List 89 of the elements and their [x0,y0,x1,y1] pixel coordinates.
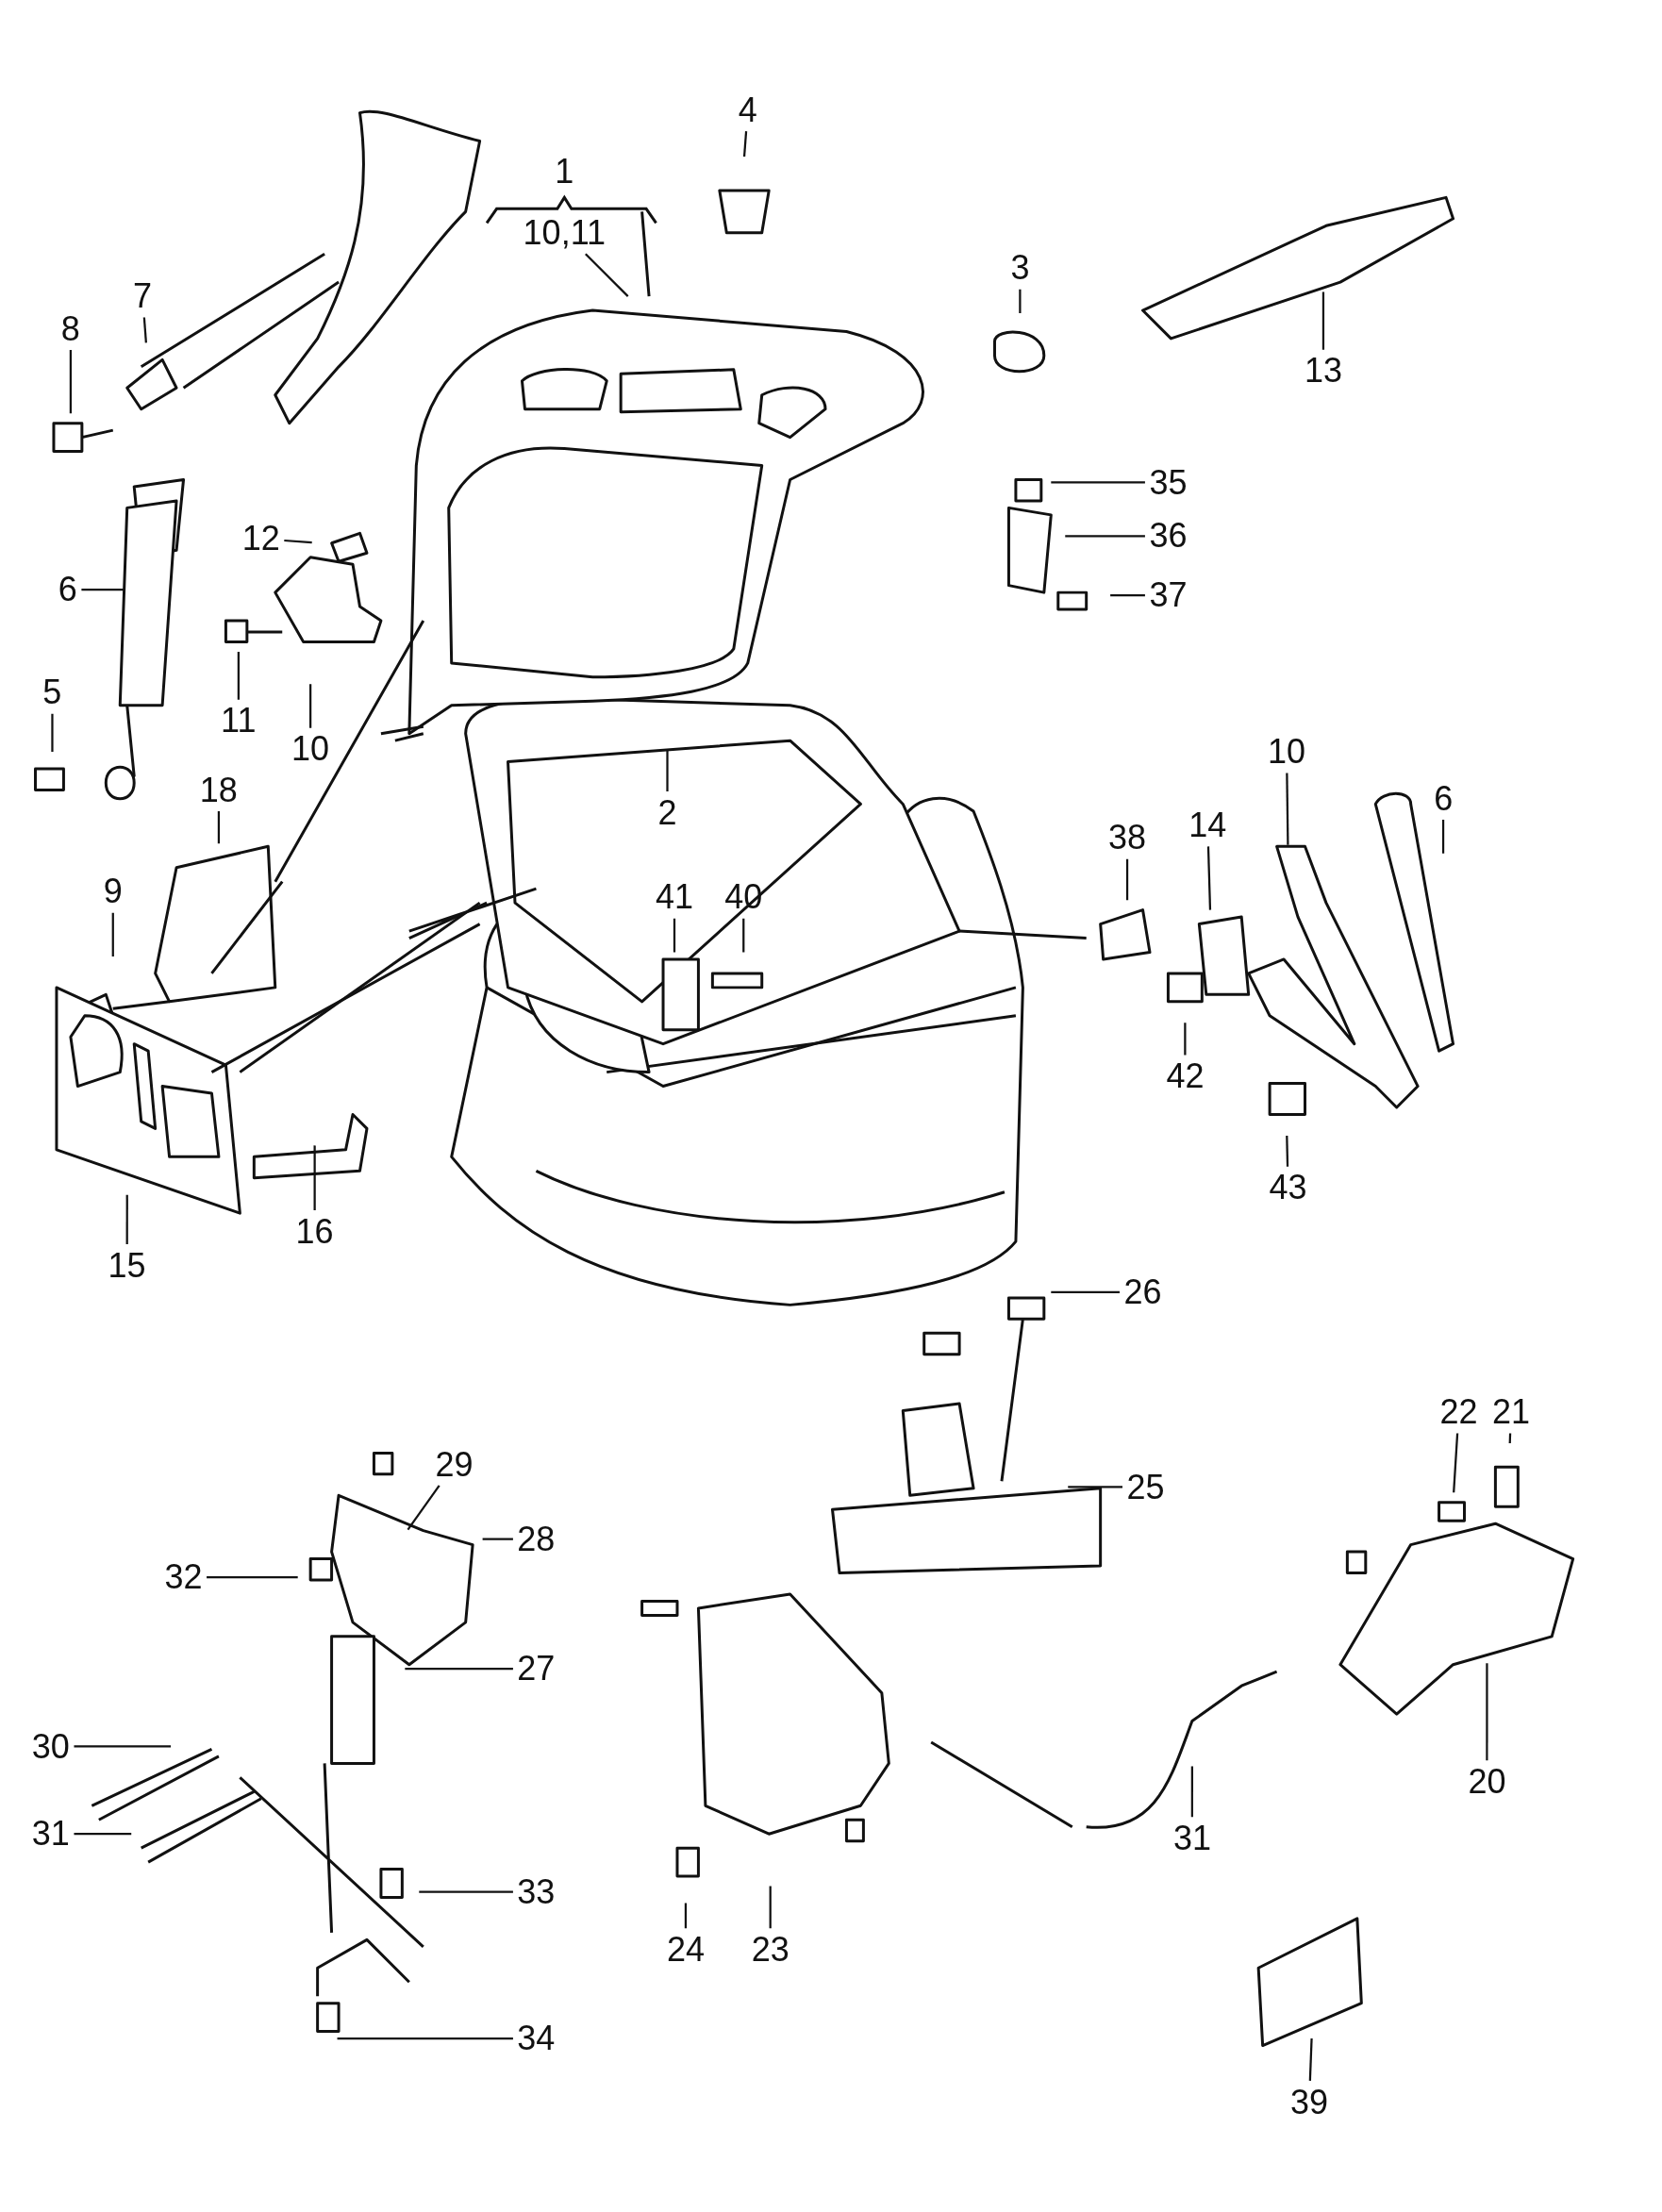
callout-number: 1 [555,155,574,190]
leader-line [69,349,73,414]
callout-number: 30 [31,1729,70,1764]
leader-line [1019,289,1022,313]
callout-number: 40 [724,880,763,915]
callout-number: 38 [1108,821,1147,856]
callout-number: 4 [738,92,757,127]
leader-line [1065,535,1145,538]
leader-line [81,589,125,591]
callout-number: 28 [517,1522,556,1556]
leader-line [1206,846,1212,910]
callout-number: 9 [103,874,123,909]
callout-number: 26 [1123,1275,1162,1310]
callout-number: 8 [60,311,80,346]
leader-line [666,750,669,791]
callout-number: 22 [1439,1395,1478,1430]
leader-line [1068,1486,1122,1489]
leader-line [74,1833,132,1836]
leader-line [1286,1135,1289,1167]
leader-line [419,1890,513,1893]
leader-line [1110,594,1145,597]
leader-line [207,1575,298,1579]
callout-number: 18 [199,773,238,807]
leader-line [284,539,312,544]
leader-line [237,651,240,700]
callout-number: 15 [108,1248,146,1283]
callout-number: 32 [164,1560,203,1595]
callout-number: 33 [517,1874,556,1909]
leader-line [1321,291,1325,350]
callout-number: 31 [1172,1821,1211,1855]
leader-line [51,713,54,753]
callout-number: 27 [517,1652,556,1687]
callout-number: 10 [1268,735,1306,770]
callout-number: 11 [221,704,257,739]
leader-line [217,810,221,844]
callout-number: 29 [435,1447,474,1482]
callout-number: 16 [295,1214,334,1249]
leader-line [673,918,676,953]
leader-line [1508,1433,1512,1443]
leader-line [1486,1663,1488,1761]
leader-line [111,912,114,956]
callout-number: 7 [133,279,153,314]
callout-number: 2 [657,795,677,830]
leader-line [769,1886,772,1929]
callout-number: 6 [58,573,77,607]
leader-line [1051,481,1145,484]
callout-number: 21 [1491,1395,1530,1430]
leader-line [1051,1290,1120,1294]
callout-number: 37 [1149,578,1188,613]
leader-line [407,1485,440,1531]
leader-line [1125,858,1129,901]
leader-line [684,1903,688,1929]
callout-number: 41 [655,880,693,915]
callout-number: 34 [517,2021,556,2056]
leader-line [309,684,312,728]
callout-number: 31 [31,1817,70,1852]
callout-number: 36 [1149,519,1188,554]
leader-line [1286,773,1289,845]
leader-line [742,131,748,158]
callout-number: 3 [1010,251,1030,286]
callout-number: 20 [1468,1765,1506,1800]
callout-number: 24 [666,1933,705,1968]
callout-number: 25 [1126,1470,1165,1505]
leader-line [1184,1023,1187,1056]
leader-line [142,317,147,343]
leader-line [585,253,629,297]
callout-number: 14 [1188,808,1227,842]
callout-number: 13 [1305,354,1343,389]
leader-line [1308,2038,1313,2081]
leader-line [74,1745,172,1748]
leader-line [1441,819,1445,854]
leader-line [405,1668,513,1671]
leader-line [742,918,745,953]
leader-line [313,1145,316,1211]
callout-number: 6 [1434,781,1454,816]
leader-line [1190,1766,1193,1818]
callout-number: 5 [42,675,62,710]
leader-line [1453,1433,1459,1493]
leader-line [125,1194,128,1244]
callout-number: 42 [1166,1059,1205,1094]
callout-number: 39 [1290,2085,1329,2120]
callout-number: 12 [241,522,280,557]
callout-number: 43 [1269,1171,1307,1206]
callout-number: 23 [751,1933,789,1968]
callout-number: 10 [291,732,330,767]
leader-line [482,1538,513,1540]
callout-number: 35 [1149,465,1188,500]
leader-line [337,2037,513,2040]
callout-number: 10,11 [523,215,606,250]
